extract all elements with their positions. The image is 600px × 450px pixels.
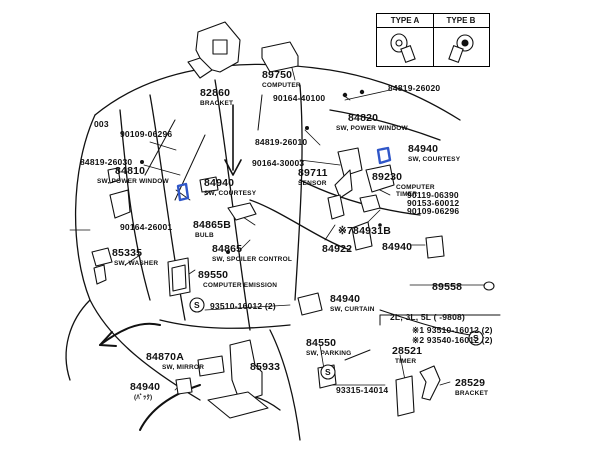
part-number-28521: 28521 [392, 345, 423, 357]
type-a-header: TYPE A [377, 14, 434, 28]
part-desc-89750: COMPUTER [262, 82, 301, 89]
part-desc-89230-2: TIMER [396, 191, 418, 198]
part-desc-84940-mid: SW, COURTESY [204, 190, 257, 197]
type-a-connector-icon [390, 33, 416, 63]
part-desc-84550: SW, PARKING [306, 350, 352, 357]
part-desc-84810: SW, POWER WINDOW [97, 178, 169, 185]
part-number-90153-60012: 90153-60012 [407, 198, 460, 208]
part-number-84940-curtain: 84940 [330, 293, 361, 305]
part-number-84922: 84922 [322, 243, 353, 255]
part-desc-85335: SW, WASHER [114, 260, 159, 267]
part-desc-28529: BRACKET [455, 390, 489, 397]
part-number-84865: 84865 [212, 243, 243, 255]
part-number-84865b: 84865B [193, 219, 231, 231]
part-number-89558: 89558 [432, 281, 463, 293]
s-callout-3: S [473, 333, 479, 343]
part-desc-84940-top: SW, COURTESY [408, 156, 461, 163]
part-number-84931b: ※784931B [338, 225, 392, 237]
s-callout-2: S [325, 367, 331, 377]
s-callout-1: S [194, 300, 200, 310]
part-number-85335: 85335 [112, 247, 143, 259]
part-number-84819-26020: 84819-26020 [388, 83, 441, 93]
part-number-90164-30003: 90164-30003 [252, 158, 305, 168]
part-desc-84865: SW, SPOILER CONTROL [212, 256, 292, 263]
part-number-003: 003 [94, 119, 109, 129]
part-number-84940-mid: 84940 [204, 177, 235, 189]
variant-note: 2L, 3L, 5L ( -9808) [390, 312, 465, 322]
part-number-93510-16012-left: 93510-16012 (2) [210, 301, 276, 311]
part-number-84940-right: 84940 [382, 241, 413, 253]
part-number-84550: 84550 [306, 337, 337, 349]
part-number-90109-06296-left: 90109-06296 [120, 129, 173, 139]
part-number-89230: 89230 [372, 171, 403, 183]
part-number-89550: 89550 [198, 269, 229, 281]
part-desc-84870a: SW, MIRROR [162, 364, 205, 371]
part-number-93540-16012: ※2 93540-16012 (2) [412, 335, 493, 345]
type-b-header: TYPE B [433, 14, 489, 28]
part-number-28529: 28529 [455, 377, 486, 389]
part-desc-84940-back: (ﾊﾞｯｸ) [134, 394, 153, 401]
type-legend-table: TYPE A TYPE B [376, 13, 490, 67]
part-desc-84940-curtain: SW, CURTAIN [330, 306, 375, 313]
part-number-89750: 89750 [262, 69, 293, 81]
type-b-connector-icon [448, 34, 474, 63]
part-number-84820: 84820 [348, 112, 379, 124]
part-desc-82860: BRACKET [200, 100, 234, 107]
part-number-90109-06296-right: 90109-06296 [407, 206, 460, 216]
part-desc-89550: COMPUTER EMISSION [203, 282, 278, 289]
highlight-courtesy-switch-right [376, 146, 392, 165]
part-number-93315-14014: 93315-14014 [336, 385, 389, 395]
part-number-90119-06390: 90119-06390 [407, 190, 459, 200]
part-number-93510-16012-right: ※1 93510-16012 (2) [412, 325, 493, 335]
part-desc-89230-1: COMPUTER [396, 184, 435, 191]
part-number-82860: 82860 [200, 87, 231, 99]
part-desc-89711: SENSOR [298, 180, 327, 187]
part-number-90164-40100: 90164-40100 [273, 93, 326, 103]
part-desc-84820: SW, POWER WINDOW [336, 125, 408, 132]
part-number-89711: 89711 [298, 167, 328, 179]
part-number-84819-26010: 84819-26010 [255, 137, 308, 147]
part-number-84870a: 84870A [146, 351, 184, 363]
part-number-84819-26030: 84819-26030 [80, 157, 133, 167]
part-desc-84865b: BULB [195, 232, 214, 239]
part-number-90164-26001: 90164-26001 [120, 222, 173, 232]
part-number-84810: 84810 [115, 165, 146, 177]
part-desc-28521: TIMER [395, 358, 417, 365]
highlight-courtesy-switch-left [176, 182, 190, 202]
part-number-84940-back: 84940 [130, 381, 161, 393]
part-number-84940-top: 84940 [408, 143, 439, 155]
part-number-85933: 85933 [250, 361, 281, 373]
